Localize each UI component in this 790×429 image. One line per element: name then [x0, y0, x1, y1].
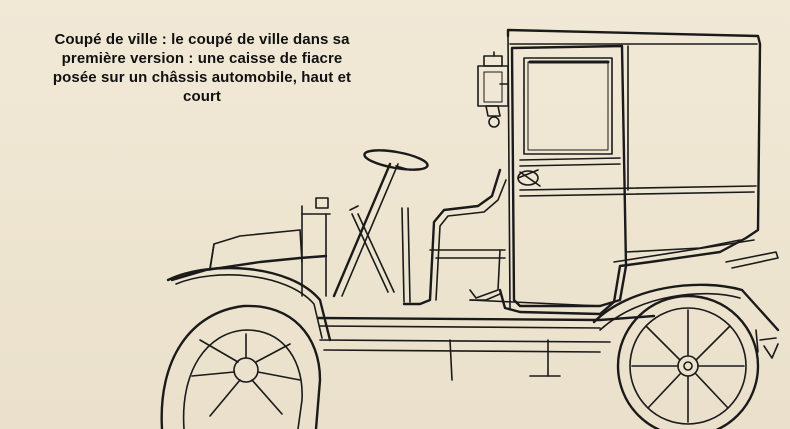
side-lantern: [477, 51, 509, 128]
caption-line: première version : une caisse de fiacre: [61, 50, 343, 67]
engine-hood: [170, 197, 331, 297]
steering-wheel: [332, 149, 429, 298]
cab-body: [498, 28, 762, 316]
front-fender: [166, 266, 332, 342]
rear-spring: [755, 329, 779, 359]
chassis-frame: [316, 299, 656, 381]
cab-door: [510, 44, 628, 308]
figure-caption: Coupé de ville : le coupé de ville dans …: [8, 30, 396, 106]
front-wheel: [160, 304, 322, 429]
rear-wheel: [616, 294, 760, 429]
control-levers: [349, 205, 411, 303]
caption-line: Coupé de ville : le coupé de ville dans …: [54, 31, 350, 48]
caption-line: court: [183, 88, 221, 105]
door-handle: [517, 169, 541, 187]
driver-compartment: [402, 168, 507, 306]
caption-line: posée sur un châssis automobile, haut et: [52, 69, 352, 86]
